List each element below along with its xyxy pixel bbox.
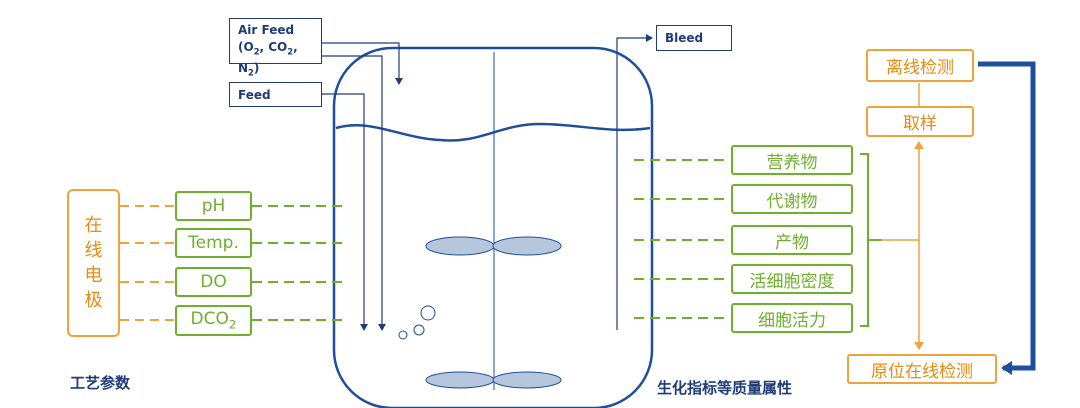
impeller-upper-right bbox=[492, 236, 562, 256]
impeller-lower-right bbox=[492, 371, 562, 389]
inline-testing-box: 原位在线检测 bbox=[847, 354, 997, 384]
bleed-box: Bleed bbox=[656, 25, 732, 51]
quality-attributes-caption: 生化指标等质量属性 bbox=[657, 379, 793, 397]
param-temp: Temp. bbox=[175, 228, 252, 258]
offline-to-inline-arrow bbox=[978, 61, 1036, 375]
attr-product: 产物 bbox=[731, 225, 853, 255]
attr-viability-label: 细胞活力 bbox=[758, 310, 826, 331]
impeller-upper-left bbox=[425, 236, 495, 256]
inline-testing-label: 原位在线检测 bbox=[871, 361, 973, 382]
attr-viable-cell-density: 活细胞密度 bbox=[731, 264, 853, 294]
attr-cell-viability: 细胞活力 bbox=[731, 303, 853, 333]
attr-metabolites-label: 代谢物 bbox=[766, 191, 818, 212]
param-ph-label: pH bbox=[201, 196, 226, 216]
air-feed-gases: (O2, CO2, N2) bbox=[238, 40, 298, 78]
sampling-label: 取样 bbox=[903, 114, 937, 134]
sampling-box: 取样 bbox=[866, 106, 974, 137]
air-feed-title: Air Feed bbox=[238, 23, 295, 37]
attr-vcd-label: 活细胞密度 bbox=[749, 271, 835, 292]
impeller-lower-left bbox=[425, 371, 495, 389]
offline-testing-label: 离线检测 bbox=[886, 58, 954, 78]
feed-box: Feed bbox=[229, 82, 322, 107]
param-temp-label: Temp. bbox=[188, 233, 239, 253]
bubble-small bbox=[398, 330, 408, 340]
air-feed-line-1 bbox=[322, 42, 403, 85]
attr-metabolites: 代谢物 bbox=[731, 184, 853, 214]
param-ph: pH bbox=[175, 191, 252, 221]
electrode-char: 线 bbox=[84, 240, 103, 261]
bleed-line bbox=[616, 34, 653, 330]
bubble-large bbox=[420, 305, 436, 321]
reactor-vessel bbox=[332, 46, 654, 408]
air-feed-line-2 bbox=[322, 55, 386, 331]
electrode-char: 在 bbox=[84, 215, 103, 236]
air-feed-box: Air Feed (O2, CO2, N2) bbox=[229, 18, 322, 78]
liquid-surface bbox=[335, 122, 651, 142]
param-do-label: DO bbox=[200, 272, 227, 292]
feed-label: Feed bbox=[238, 87, 271, 102]
feed-line bbox=[322, 93, 368, 331]
attributes-bracket bbox=[860, 153, 882, 327]
bubble-medium bbox=[413, 324, 425, 336]
attr-nutrients-label: 营养物 bbox=[766, 152, 818, 173]
online-electrode-box: 在 线 电 极 bbox=[67, 189, 120, 337]
offline-testing-box: 离线检测 bbox=[866, 49, 974, 82]
param-do: DO bbox=[175, 267, 252, 297]
attr-product-label: 产物 bbox=[775, 232, 809, 253]
electrode-char: 极 bbox=[84, 290, 103, 311]
bleed-label: Bleed bbox=[665, 31, 704, 45]
attr-nutrients: 营养物 bbox=[731, 145, 853, 175]
electrode-char: 电 bbox=[84, 265, 103, 286]
param-dco2: DCO2 bbox=[175, 305, 252, 336]
process-params-caption: 工艺参数 bbox=[70, 374, 131, 392]
param-dco2-label: DCO2 bbox=[190, 309, 237, 332]
